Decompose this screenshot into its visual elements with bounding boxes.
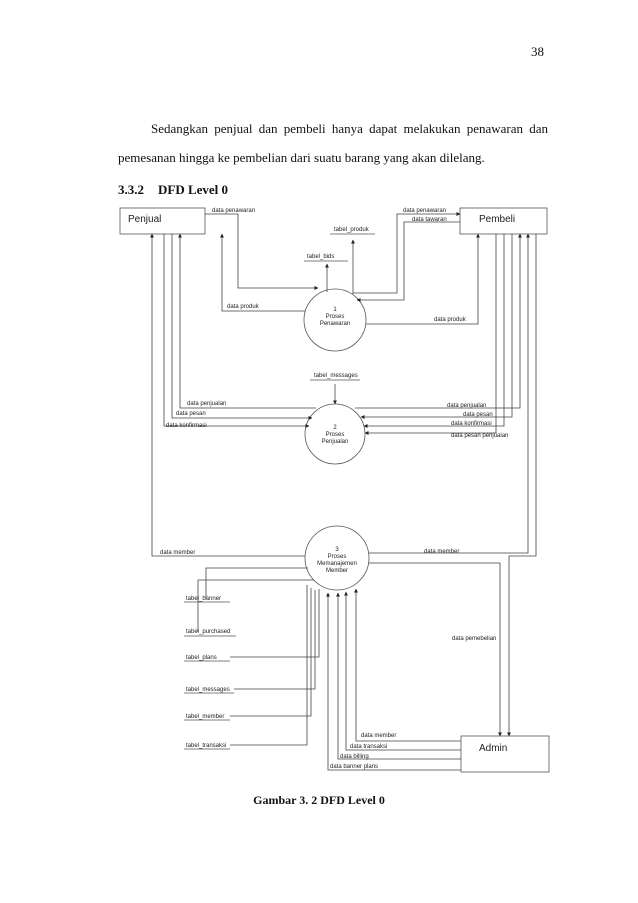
store-tabel-messages-2: tabel_messages xyxy=(186,687,230,693)
flow-store-tabel-purchased xyxy=(197,579,314,632)
process-circle-1 xyxy=(303,288,367,352)
entity-pembeli: Pembeli xyxy=(479,214,515,225)
flow-p3-tabel-plans xyxy=(230,589,320,658)
flow-label-pembeli-data-member: data member xyxy=(424,549,459,555)
section-number: 3.3.2 xyxy=(118,182,144,197)
store-tabel-purchased: tabel_purchased xyxy=(186,629,230,635)
body-paragraph-line-2: pemesanan hingga ke pembelian dari suatu… xyxy=(118,150,485,165)
flow-label-penjual-data-produk: data produk xyxy=(227,304,260,310)
entity-box-admin xyxy=(460,735,550,773)
flow-p3-tabel-messages-2 xyxy=(234,590,316,690)
flow-label-penjual-data-konfirmasi: data konfirmasi xyxy=(166,423,207,429)
flow-admin-data-transaksi xyxy=(344,591,461,751)
entity-box-penjual xyxy=(119,207,206,235)
store-tabel-member: tabel_member xyxy=(186,714,224,720)
process-3-line2: Memanajemen xyxy=(317,561,357,567)
flow-admin-data-banner-plans xyxy=(326,592,461,771)
flow-data-pemebelian xyxy=(507,234,537,737)
flow-pembeli-data-konfirmasi xyxy=(363,234,505,428)
flow-label-pembeli-data-produk: data produk xyxy=(434,317,467,323)
process-3-line3: Member xyxy=(326,568,348,574)
process-2-number: 2 xyxy=(333,425,337,431)
process-2-line1: Proses xyxy=(326,432,345,438)
process-2-line2: Penjualan xyxy=(322,439,349,445)
flow-label-data-tawaran: data tawaran xyxy=(412,217,447,223)
flow-penjual-data-penjualan xyxy=(178,233,316,409)
entity-admin: Admin xyxy=(479,743,507,754)
process-1-line2: Penawaran xyxy=(320,321,350,327)
flow-label-admin-data-transaksi: data transaksi xyxy=(350,744,387,750)
process-3-line1: Proses xyxy=(328,554,347,560)
flow-label-admin-data-banner-plans: data banner plans xyxy=(330,764,378,770)
section-title: DFD Level 0 xyxy=(158,182,229,197)
flow-admin-data-member xyxy=(354,588,461,742)
flow-admin-data-billing xyxy=(336,592,461,760)
store-tabel-bids: tabel_bids xyxy=(307,254,334,260)
flow-label-penjual-data-penawaran: data penawaran xyxy=(212,208,255,214)
store-tabel-messages-1: tabel_messages xyxy=(314,373,358,379)
flow-pembeli-data-member xyxy=(369,233,530,554)
store-tabel-transaksi: tabel_transaksi xyxy=(186,743,226,749)
flow-label-penjual-data-penjualan: data penjualan xyxy=(187,401,226,407)
flow-p3-to-admin xyxy=(369,562,502,737)
process-1-number: 1 xyxy=(333,307,337,313)
entity-box-pembeli xyxy=(459,207,548,235)
flow-penjual-data-penawaran xyxy=(205,213,319,290)
flow-label-pembeli-data-konfirmasi: data konfirmasi xyxy=(451,421,492,427)
process-3-number: 3 xyxy=(335,547,339,553)
store-tabel-plans: tabel_plans xyxy=(186,655,217,661)
flow-penjual-data-member xyxy=(150,233,305,557)
body-paragraph-line-1: Sedangkan penjual dan pembeli hanya dapa… xyxy=(151,121,548,136)
flow-label-data-pemebelian: data pemebelian xyxy=(452,636,496,642)
flow-penjual-data-pesan xyxy=(171,234,313,420)
store-tabel-banner: tabel_banner xyxy=(186,596,221,602)
flow-label-pembeli-data-penawaran: data penawaran xyxy=(403,208,446,214)
entity-penjual: Penjual xyxy=(128,214,161,225)
flow-data-pesan-penjualan xyxy=(364,234,497,435)
flow-label-data-pesan-penjualan: data pesan penjualan xyxy=(451,433,508,439)
page-number: 38 xyxy=(531,44,544,59)
flow-penjual-data-produk xyxy=(220,233,305,312)
flow-label-penjual-data-member: data member xyxy=(160,550,195,556)
flow-pembeli-data-penjualan xyxy=(355,233,522,409)
flow-p3-tabel-member xyxy=(230,588,312,717)
flow-p3-tabel-transaksi xyxy=(230,585,308,746)
flow-pembeli-data-produk xyxy=(366,233,480,325)
flow-store-tabel-banner xyxy=(205,567,308,598)
flow-pembeli-data-penawaran xyxy=(353,212,461,294)
flow-label-admin-data-member: data member xyxy=(361,733,396,739)
process-circle-3 xyxy=(304,525,370,591)
section-heading: 3.3.2 DFD Level 0 xyxy=(118,182,228,198)
flow-label-pembeli-data-pesan: data pesan xyxy=(463,412,493,418)
flow-penjual-data-konfirmasi xyxy=(163,234,310,428)
flow-label-pembeli-data-penjualan: data penjualan xyxy=(447,403,486,409)
flow-data-tawaran xyxy=(356,221,460,302)
figure-caption: Gambar 3. 2 DFD Level 0 xyxy=(253,793,385,807)
process-1-line1: Proses xyxy=(326,314,345,320)
flow-pembeli-data-pesan xyxy=(360,234,513,419)
store-tabel-produk: tabel_produk xyxy=(334,227,370,233)
flow-label-penjual-data-pesan: data pesan xyxy=(176,411,206,417)
flow-label-admin-data-billing: data billing xyxy=(340,754,369,760)
